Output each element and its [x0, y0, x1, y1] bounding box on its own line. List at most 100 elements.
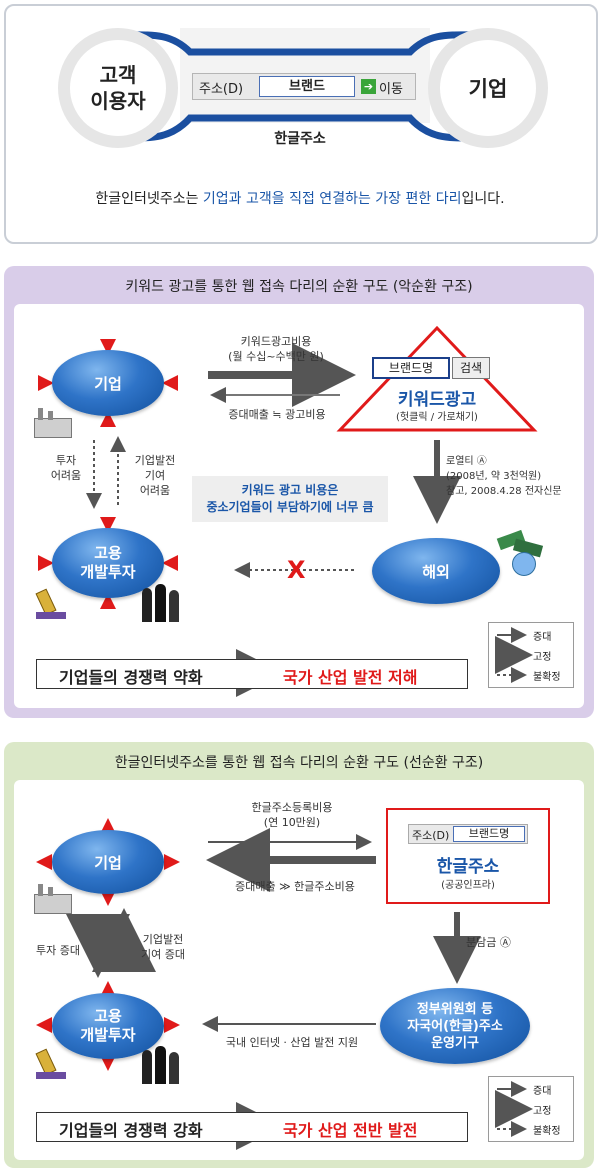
virtuous-cost-line-1: 한글주소등록비용	[251, 801, 333, 814]
royalty-line-2: (2008년, 약 3천억원)	[446, 471, 542, 482]
vicious-invest-ellipse: 고용 개발투자	[52, 528, 164, 598]
vicious-return-label: 증대매출 ≒ 광고비용	[228, 408, 326, 421]
gov-line-3: 운영기구	[431, 1035, 479, 1051]
legend-arrows-icon	[495, 627, 533, 683]
hangul-address-bar-value: 브랜드명	[468, 827, 510, 840]
overseas-label: 해외	[422, 562, 450, 581]
top-caption-pre: 한글인터넷주소는	[95, 191, 203, 207]
hangul-address-bar-input[interactable]: 브랜드명	[453, 826, 525, 842]
contrib-hard-label: 기업발전 기여 어려움	[126, 453, 184, 498]
contrib-hard-2: 기여	[144, 469, 166, 482]
note-line-1: 키워드 광고 비용은	[241, 483, 339, 497]
contrib-up-2: 기여 증대	[141, 948, 185, 961]
keyword-cost-note: 키워드 광고 비용은 중소기업들이 부담하기에 너무 큼	[192, 476, 388, 522]
top-caption: 한글인터넷주소는 기업과 고객을 직접 연결하는 가장 편한 다리입니다.	[20, 188, 580, 208]
legend-increase: 증대	[533, 1086, 552, 1097]
people-icon	[138, 584, 184, 624]
contrib-hard-1: 기업발전	[134, 454, 176, 467]
brand-name-box: 브랜드명	[372, 357, 450, 379]
factory-icon	[34, 408, 74, 438]
contrib-hard-3: 어려움	[139, 484, 171, 497]
domestic-support-label: 국내 인터넷 · 산업 발전 지원	[225, 1036, 359, 1049]
microscope-icon	[35, 1048, 70, 1080]
invest-hard-label: 투자 어려움	[46, 453, 86, 483]
microscope-icon	[35, 588, 70, 620]
company-label: 기업	[468, 77, 508, 101]
invest-hard-2: 어려움	[50, 469, 82, 482]
note-line-2: 중소기업들이 부담하기에 너무 큼	[206, 500, 374, 514]
factory-icon	[34, 884, 74, 914]
gov-line-2: 자국어(한글)주소	[407, 1018, 503, 1034]
virtuous-title: 한글인터넷주소를 통한 웹 접속 다리의 순환 구도 (선순환 구조)	[114, 755, 484, 771]
virtuous-bottom-left: 기업들의 경쟁력 강화	[59, 1121, 203, 1140]
vicious-invest-label-2: 개발투자	[80, 563, 136, 581]
brand-name-text: 브랜드명	[388, 361, 434, 375]
money-globe-icon	[496, 529, 548, 576]
contrib-up-label: 기업발전 기여 증대	[134, 932, 192, 962]
legend-uncertain: 불확정	[533, 672, 561, 683]
vicious-legend: 증대 고정 불확정	[488, 622, 574, 688]
hangul-address-box: 주소(D) 브랜드명 한글주소 (공공인프라)	[386, 808, 550, 904]
vicious-title: 키워드 광고를 통한 웹 접속 다리의 순환 구도 (악순환 구조)	[125, 279, 473, 295]
vicious-bottom-right: 국가 산업 발전 저해	[283, 668, 418, 687]
search-text: 검색	[459, 361, 483, 375]
royalty-label: 로열티 Ⓐ (2008년, 약 3천억원) 참고, 2008.4.28 전자신문	[446, 454, 562, 499]
keyword-ad-sub: (헛클릭 / 가로채기)	[396, 412, 478, 423]
royalty-line-1: 로열티 Ⓐ	[446, 456, 487, 467]
virtuous-cost-line-2: (연 10만원)	[263, 816, 321, 829]
hangul-address-caption: 한글주소	[274, 131, 326, 147]
virtuous-invest-ellipse: 고용 개발투자	[52, 993, 164, 1059]
legend-uncertain: 불확정	[533, 1126, 561, 1137]
virtuous-bottom-bar: 기업들의 경쟁력 강화 국가 산업 전반 발전	[36, 1112, 468, 1142]
legend-fixed: 고정	[533, 1106, 552, 1117]
vicious-company-label: 기업	[94, 374, 122, 393]
hangul-address-sub: (공공인프라)	[441, 880, 495, 891]
top-caption-post: 입니다.	[461, 191, 505, 207]
hangul-address-title: 한글주소	[436, 857, 500, 877]
virtuous-company-ellipse: 기업	[52, 830, 164, 894]
hangul-address-bar-label: 주소(D)	[412, 829, 450, 842]
address-label: 주소(D)	[199, 82, 244, 97]
search-box: 검색	[452, 357, 490, 379]
virtuous-cost-label: 한글주소등록비용 (연 10만원)	[222, 800, 362, 830]
vicious-company-ellipse: 기업	[52, 350, 164, 416]
royalty-line-3: 참고, 2008.4.28 전자신문	[446, 486, 562, 497]
vicious-bottom-left: 기업들의 경쟁력 약화	[59, 668, 203, 687]
top-caption-highlight: 기업과 고객을 직접 연결하는 가장 편한 다리	[202, 191, 462, 207]
virtuous-return-label: 증대매출 ≫ 한글주소비용	[235, 880, 355, 893]
vicious-bottom-bar: 기업들의 경쟁력 약화 국가 산업 발전 저해	[36, 659, 468, 689]
customer-label-2: 이용자	[90, 89, 146, 113]
go-label: 이동	[379, 82, 403, 97]
virtuous-invest-label-1: 고용	[94, 1007, 122, 1025]
gov-line-1: 정부위원회 등	[416, 1001, 494, 1017]
virtuous-legend: 증대 고정 불확정	[488, 1076, 574, 1142]
hangul-address-bar: 주소(D) 브랜드명	[408, 824, 528, 844]
address-input[interactable]: 브랜드	[259, 76, 355, 97]
x-mark: X	[287, 556, 306, 584]
vicious-cost-line-2: (월 수십~수백만 원)	[228, 350, 324, 363]
contrib-up-1: 기업발전	[142, 933, 184, 946]
invest-up-label: 투자 증대	[36, 944, 80, 957]
vicious-invest-label-1: 고용	[94, 544, 122, 562]
virtuous-invest-label-2: 개발투자	[80, 1026, 136, 1044]
legend-arrows-icon	[495, 1081, 533, 1137]
gov-ellipse: 정부위원회 등 자국어(한글)주소 운영기구	[380, 988, 530, 1064]
invest-hard-1: 투자	[55, 454, 77, 467]
go-button[interactable]: ➔ 이동	[361, 77, 413, 97]
share-label: 분담금 Ⓐ	[466, 936, 511, 949]
overseas-ellipse: 해외	[372, 538, 500, 604]
virtuous-company-label: 기업	[94, 853, 122, 872]
vicious-cost-line-1: 키워드광고비용	[240, 335, 312, 348]
go-arrow-icon: ➔	[361, 79, 376, 94]
legend-increase: 증대	[533, 632, 552, 643]
vicious-cost-label: 키워드광고비용 (월 수십~수백만 원)	[206, 334, 346, 364]
legend-fixed: 고정	[533, 652, 552, 663]
address-bar: 주소(D) 브랜드 ➔ 이동	[192, 73, 416, 100]
keyword-ad-title: 키워드광고	[397, 390, 477, 410]
address-value: 브랜드	[289, 79, 325, 94]
people-icon	[138, 1046, 184, 1086]
virtuous-bottom-right: 국가 산업 전반 발전	[283, 1121, 418, 1140]
customer-label-1: 고객	[99, 63, 137, 87]
